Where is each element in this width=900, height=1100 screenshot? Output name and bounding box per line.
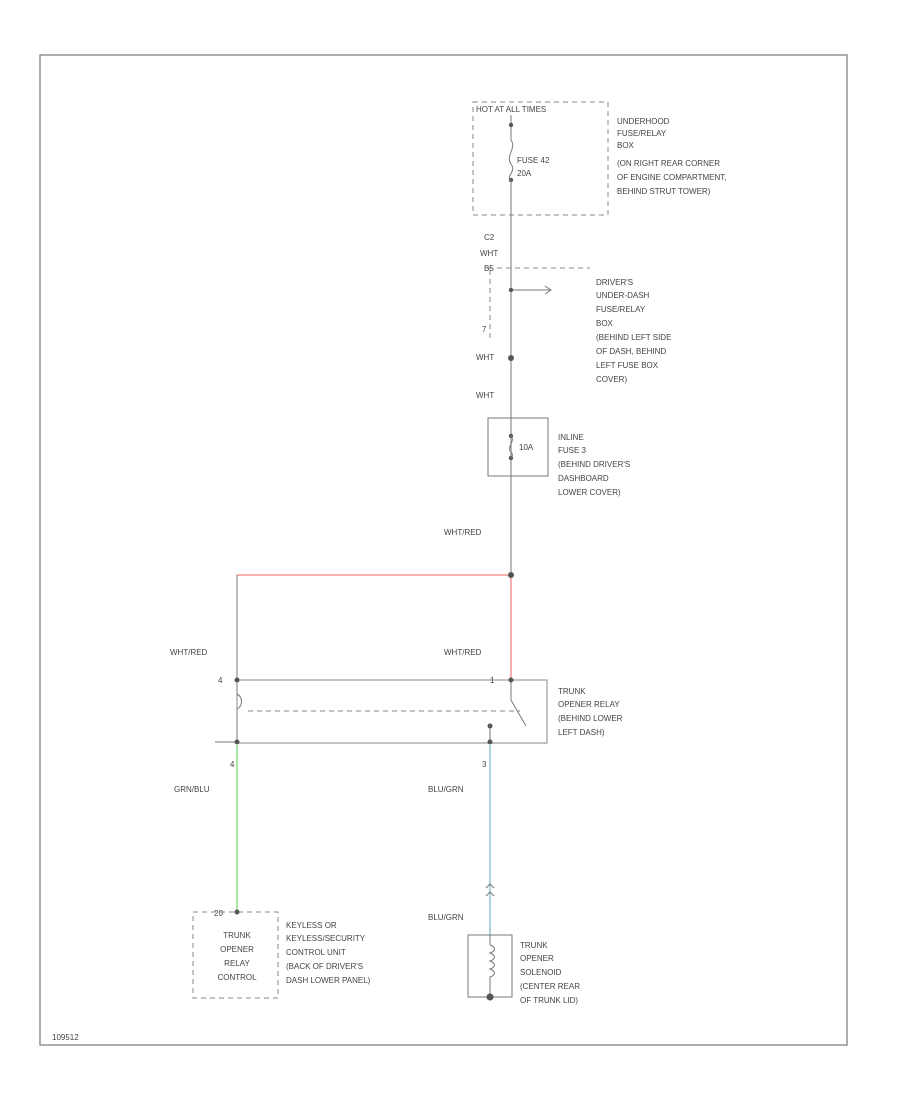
control-unit-location-line: KEYLESS OR (286, 921, 337, 930)
inline-fuse-location-line: DASHBOARD (558, 474, 609, 483)
inline-fuse-location: INLINE FUSE 3 (BEHIND DRIVER'S DASHBOARD… (558, 433, 630, 497)
underdash-box-location: DRIVER'S UNDER-DASH FUSE/RELAY BOX (BEHI… (596, 278, 671, 384)
underdash-fuse-box-outline (488, 267, 590, 340)
relay-location-line: (BEHIND LOWER (558, 714, 623, 723)
underhood-location-line: BOX (617, 141, 635, 150)
relay-pin-label: 1 (490, 676, 495, 685)
connector-c2-label: C2 (484, 233, 495, 242)
control-unit-inner-line: CONTROL (217, 973, 257, 982)
wire-wht-label: WHT (476, 391, 494, 400)
relay-terminal (487, 739, 493, 745)
control-unit-location-line: (BACK OF DRIVER'S (286, 962, 363, 971)
control-unit-pin: 20 (214, 909, 223, 918)
relay-terminal (234, 677, 240, 683)
solenoid-location-line: TRUNK (520, 941, 548, 950)
fuse-42-terminal-top (508, 122, 514, 128)
solenoid-ground (486, 993, 494, 1001)
inline-fuse-box (487, 417, 549, 477)
wire-wht-label: WHT (476, 353, 494, 362)
relay-location: TRUNK OPENER RELAY (BEHIND LOWER LEFT DA… (558, 687, 623, 737)
wire-wht-red-label: WHT/RED (170, 648, 208, 657)
wire-blu-grn-label: BLU/GRN (428, 913, 464, 922)
solenoid-coil-symbol (488, 944, 495, 995)
keyless-control-unit-box (192, 911, 279, 999)
underdash-location-line: UNDER-DASH (596, 291, 650, 300)
underhood-location-line: (ON RIGHT REAR CORNER (617, 159, 720, 168)
control-unit-location-line: CONTROL UNIT (286, 948, 346, 957)
wire-grn-blu-label: GRN/BLU (174, 785, 210, 794)
inline-fuse-location-line: LOWER COVER) (558, 488, 621, 497)
underdash-location-line: (BEHIND LEFT SIDE (596, 333, 671, 342)
control-unit-inner-line: OPENER (220, 945, 254, 954)
relay-terminal (508, 677, 514, 683)
control-unit-inner-line: TRUNK (223, 931, 251, 940)
pin-4-label: 4 (230, 760, 235, 769)
relay-coil-symbol (236, 682, 242, 742)
underdash-location-line: BOX (596, 319, 614, 328)
inline-fuse-location-line: FUSE 3 (558, 446, 587, 455)
control-unit-location: KEYLESS OR KEYLESS/SECURITY CONTROL UNIT… (286, 921, 371, 985)
pin-7-label: 7 (482, 325, 487, 334)
diagram-frame (39, 54, 848, 1046)
fuse-42-symbol (508, 139, 514, 181)
relay-pin-label: 4 (218, 676, 223, 685)
control-unit-inner-line: RELAY (224, 959, 250, 968)
underhood-location-line: OF ENGINE COMPARTMENT, (617, 173, 727, 182)
figure-id: 109512 (52, 1033, 79, 1042)
inline-fuse-rating: 10A (519, 443, 534, 452)
wire-blu-grn-label: BLU/GRN (428, 785, 464, 794)
underhood-fuse-box (472, 101, 609, 216)
hot-at-all-times-label: HOT AT ALL TIMES (476, 105, 546, 114)
fuse-42-rating: 20A (517, 169, 532, 178)
control-unit-terminal (234, 909, 240, 915)
relay-terminal (487, 723, 493, 729)
solenoid-connector-symbol (485, 883, 495, 897)
underdash-location-line: COVER) (596, 375, 627, 384)
underdash-arrow-head (544, 285, 552, 295)
inline-fuse-location-line: INLINE (558, 433, 584, 442)
solenoid-location-line: (CENTER REAR (520, 982, 580, 991)
pin-3-label: 3 (482, 760, 487, 769)
underhood-location-line: BEHIND STRUT TOWER) (617, 187, 711, 196)
inline-fuse-location-line: (BEHIND DRIVER'S (558, 460, 630, 469)
wht-red-splice-dot (508, 572, 514, 578)
relay-terminal (234, 739, 240, 745)
underdash-location-line: DRIVER'S (596, 278, 633, 287)
underhood-box-location: UNDERHOOD FUSE/RELAY BOX (ON RIGHT REAR … (617, 117, 727, 196)
control-unit-location-line: DASH LOWER PANEL) (286, 976, 371, 985)
wht-splice-dot (508, 355, 514, 361)
wire-wht-red-label: WHT/RED (444, 648, 482, 657)
underhood-location-line: UNDERHOOD (617, 117, 670, 126)
solenoid-location-line: OPENER (520, 954, 554, 963)
relay-location-line: OPENER RELAY (558, 700, 620, 709)
relay-switch-contact (510, 699, 527, 727)
underdash-location-line: LEFT FUSE BOX (596, 361, 659, 370)
wire-wht-label: WHT (480, 249, 498, 258)
solenoid-location-line: SOLENOID (520, 968, 562, 977)
underdash-location-line: OF DASH, BEHIND (596, 347, 666, 356)
underdash-splice-dot (508, 287, 514, 293)
solenoid-location: TRUNK OPENER SOLENOID (CENTER REAR OF TR… (520, 941, 580, 1005)
underdash-location-line: FUSE/RELAY (596, 305, 646, 314)
underhood-location-line: FUSE/RELAY (617, 129, 667, 138)
relay-location-line: LEFT DASH) (558, 728, 605, 737)
relay-location-line: TRUNK (558, 687, 586, 696)
inline-fuse-symbol (509, 435, 513, 459)
control-unit-inner-label: TRUNK OPENER RELAY CONTROL (217, 931, 257, 982)
control-unit-location-line: KEYLESS/SECURITY (286, 934, 366, 943)
pin-b5-label: B5 (484, 264, 494, 273)
wire-wht-red-label: WHT/RED (444, 528, 482, 537)
fuse-42-label: FUSE 42 (517, 156, 550, 165)
solenoid-location-line: OF TRUNK LID) (520, 996, 578, 1005)
